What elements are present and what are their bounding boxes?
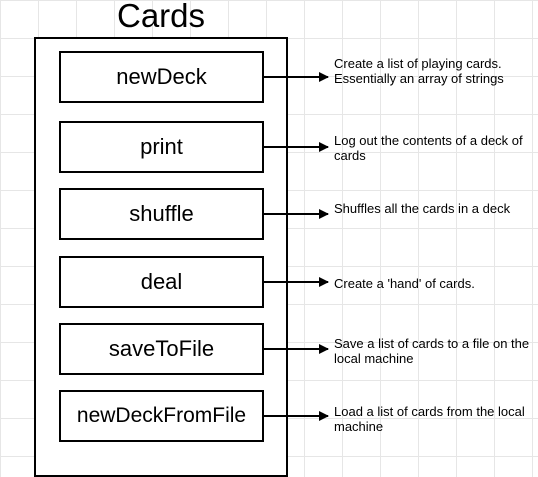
function-box-print: print	[59, 121, 264, 173]
function-box-newdeckfromfile: newDeckFromFile	[59, 390, 264, 442]
function-box-newdeck: newDeck	[59, 51, 264, 103]
function-box-shuffle: shuffle	[59, 188, 264, 240]
description-savetofile: Save a list of cards to a file on the lo…	[334, 336, 530, 366]
description-newdeckfromfile: Load a list of cards from the local mach…	[334, 404, 525, 434]
description-shuffle: Shuffles all the cards in a deck	[334, 201, 511, 216]
diagram-title: Cards	[116, 0, 206, 34]
description-print: Log out the contents of a deck of cards	[334, 133, 523, 163]
description-deal: Create a 'hand' of cards.	[334, 276, 475, 291]
description-newdeck: Create a list of playing cards. Essentia…	[334, 56, 504, 86]
function-box-savetofile: saveToFile	[59, 323, 264, 375]
function-box-deal: deal	[59, 256, 264, 308]
